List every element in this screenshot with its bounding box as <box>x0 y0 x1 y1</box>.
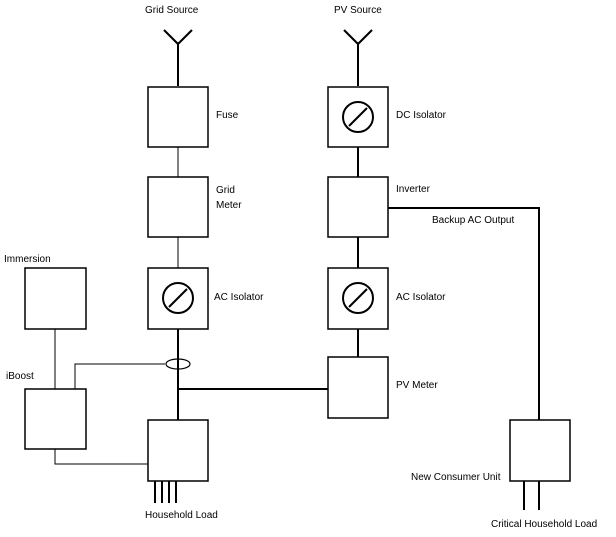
critical-load-cables <box>523 481 540 510</box>
current-clamp-icon <box>165 358 191 370</box>
grid-meter-label-line1: Grid <box>216 185 235 196</box>
wire-clamp-to-iboost <box>74 363 165 389</box>
fuse-box <box>147 86 209 148</box>
pv-meter-box <box>327 356 389 419</box>
new-consumer-unit-box <box>509 419 571 482</box>
pv-meter-label: PV Meter <box>396 380 438 391</box>
household-load-label: Household Load <box>145 510 218 521</box>
iboost-box <box>24 388 87 450</box>
immersion-label: Immersion <box>4 254 51 265</box>
new-consumer-unit-label: New Consumer Unit <box>411 472 501 483</box>
household-consumer-unit-box <box>147 419 209 482</box>
ac-isolator-grid-label: AC Isolator <box>214 292 264 303</box>
pv-source-antenna-icon <box>343 29 373 86</box>
grid-source-antenna-icon <box>163 29 193 86</box>
grid-source-label: Grid Source <box>145 5 199 16</box>
household-load-cables <box>154 481 177 503</box>
fuse-label: Fuse <box>216 110 239 121</box>
iboost-label: iBoost <box>6 371 34 382</box>
wire-iboost-to-household <box>54 449 148 465</box>
isolator-switch-icon <box>342 282 374 314</box>
grid-meter-box <box>147 176 209 238</box>
critical-household-load-label: Critical Household Load <box>491 519 597 530</box>
backup-ac-output-label: Backup AC Output <box>432 215 514 226</box>
isolator-switch-icon <box>162 282 194 314</box>
inverter-label: Inverter <box>396 184 431 195</box>
dc-isolator-label: DC Isolator <box>396 110 447 121</box>
ac-isolator-pv-label: AC Isolator <box>396 292 446 303</box>
isolator-switch-icon <box>342 101 374 133</box>
inverter-box <box>327 176 389 238</box>
pv-source-label: PV Source <box>334 5 382 16</box>
wire-backup-ac-output <box>388 207 540 420</box>
grid-meter-label-line2: Meter <box>216 200 242 211</box>
immersion-box <box>24 267 87 330</box>
